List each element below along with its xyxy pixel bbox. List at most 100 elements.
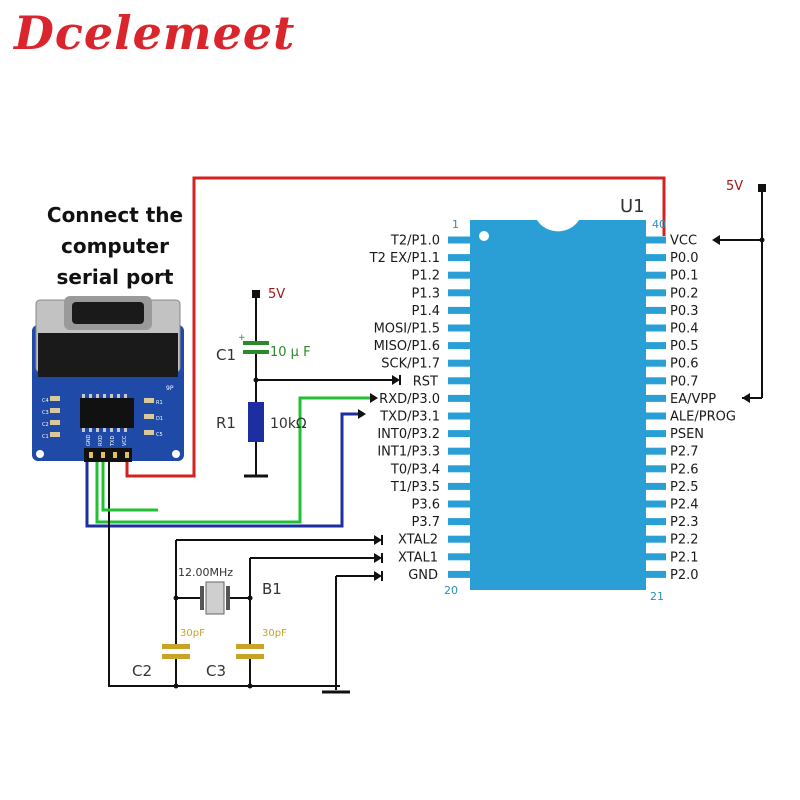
left-pin-14 <box>448 465 470 473</box>
vcc-left-label: 5V <box>268 287 285 302</box>
header-pin-vcc: VCC <box>122 435 128 446</box>
right-pin-34 <box>646 342 666 350</box>
board-ref-r1: R1 <box>156 400 163 406</box>
left-pin-18 <box>448 535 470 543</box>
left-pin-6 <box>448 324 470 332</box>
right-pin-21 <box>646 570 666 578</box>
right-pin-28 <box>646 447 666 455</box>
chip-ref: U1 <box>620 196 645 217</box>
right-pin-label-23: P2.2 <box>670 533 699 548</box>
left-pin-label-13: INT1/P3.3 <box>377 445 440 460</box>
right-pin-27 <box>646 465 666 473</box>
left-pin-label-7: MISO/P1.6 <box>374 339 440 354</box>
r1-body <box>248 402 264 442</box>
right-pin-39 <box>646 254 666 262</box>
right-pin-29 <box>646 430 666 438</box>
left-pin-group: T2/P1.0T2 EX/P1.1P1.2P1.3P1.4MOSI/P1.5MI… <box>369 234 470 583</box>
vcc-right-supply: 5V <box>712 179 766 403</box>
left-pin-label-14: T0/P3.4 <box>390 462 440 477</box>
board-ref-d1: D1 <box>156 416 163 422</box>
right-pin-36 <box>646 306 666 314</box>
c3-ref: C3 <box>206 662 226 680</box>
left-pin-15 <box>448 482 470 490</box>
left-pin-4 <box>448 289 470 297</box>
right-pin-22 <box>646 553 666 561</box>
right-pin-35 <box>646 324 666 332</box>
right-pin-label-38: P0.1 <box>670 269 699 284</box>
left-pin-label-5: P1.4 <box>411 304 440 319</box>
right-pin-25 <box>646 500 666 508</box>
right-pin-30 <box>646 412 666 420</box>
crystal-body <box>205 581 225 615</box>
pin-number-21: 21 <box>650 590 664 603</box>
left-pin-9 <box>448 377 470 385</box>
left-pin-label-10: RXD/P3.0 <box>379 392 440 407</box>
chip-notch <box>537 220 579 232</box>
left-pin-7 <box>448 342 470 350</box>
left-pin-label-15: T1/P3.5 <box>390 480 440 495</box>
left-pin-17 <box>448 518 470 526</box>
left-pin-label-20: GND <box>408 568 438 583</box>
chip-body <box>470 220 646 590</box>
right-pin-label-35: P0.4 <box>670 322 699 337</box>
reset-circuit: 5V + C1 10 μ F R1 10kΩ <box>216 287 401 478</box>
right-pin-40 <box>646 236 666 244</box>
left-pin-12 <box>448 430 470 438</box>
board-ref-c3: C3 <box>42 410 49 416</box>
left-pin-3 <box>448 271 470 279</box>
right-pin-label-34: P0.5 <box>670 339 699 354</box>
db9-face <box>72 302 144 324</box>
right-pin-label-25: P2.4 <box>670 498 699 513</box>
c1-plate-top <box>243 341 269 345</box>
rs232-module: C4 C3 C2 C1 R1 D1 C5 9P GND RXD TXD VCC <box>32 296 184 462</box>
right-pin-label-36: P0.3 <box>670 304 699 319</box>
right-pin-label-27: P2.6 <box>670 462 699 477</box>
right-pin-26 <box>646 482 666 490</box>
left-pin-label-6: MOSI/P1.5 <box>374 322 440 337</box>
right-pin-31 <box>646 394 666 402</box>
serial-port-caption: Connect the computer serial port <box>30 200 200 293</box>
left-pin-label-18: XTAL2 <box>398 533 438 548</box>
right-pin-label-29: PSEN <box>670 427 704 442</box>
right-pin-label-28: P2.7 <box>670 445 699 460</box>
pin-number-40: 40 <box>652 218 666 231</box>
left-pin-19 <box>448 553 470 561</box>
header-pin-rxd: RXD <box>98 435 104 446</box>
right-pin-33 <box>646 359 666 367</box>
right-pin-label-26: P2.5 <box>670 480 699 495</box>
caption-line-2: computer <box>61 234 169 258</box>
mount-hole-right <box>172 450 180 458</box>
left-pin-label-2: T2 EX/P1.1 <box>369 251 440 266</box>
chip-u1: T2/P1.0T2 EX/P1.1P1.2P1.3P1.4MOSI/P1.5MI… <box>369 196 736 603</box>
left-pin-label-12: INT0/P3.2 <box>377 427 440 442</box>
left-pin-16 <box>448 500 470 508</box>
left-pin-label-8: SCK/P1.7 <box>381 357 440 372</box>
r1-value: 10kΩ <box>270 416 307 432</box>
brand-logo: Dcelemeet <box>14 6 296 60</box>
r1-ref: R1 <box>216 414 236 432</box>
caption-line-1: Connect the <box>46 203 184 227</box>
right-pin-37 <box>646 289 666 297</box>
c2-plate-top <box>162 644 190 649</box>
right-pin-label-37: P0.2 <box>670 286 699 301</box>
board-ref-c4: C4 <box>42 398 49 404</box>
pin-number-20: 20 <box>444 584 458 597</box>
c2-plate-bottom <box>162 654 190 659</box>
right-pin-38 <box>646 271 666 279</box>
c1-value: 10 μ F <box>270 345 311 360</box>
chip-pin1-dot <box>479 231 489 241</box>
c1-ref: C1 <box>216 346 236 364</box>
caption-line-3: serial port <box>56 265 174 289</box>
left-pin-label-17: P3.7 <box>411 515 440 530</box>
pin-header <box>84 448 132 462</box>
db9-black-base <box>38 333 178 377</box>
right-pin-24 <box>646 518 666 526</box>
vcc-right-label: 5V <box>726 179 743 194</box>
right-pin-32 <box>646 377 666 385</box>
c3-value: 30pF <box>262 628 287 639</box>
right-pin-label-31: EA/VPP <box>670 392 716 407</box>
left-pin-13 <box>448 447 470 455</box>
left-pin-5 <box>448 306 470 314</box>
right-pin-group: VCCP0.0P0.1P0.2P0.3P0.4P0.5P0.6P0.7EA/VP… <box>646 234 736 583</box>
left-pin-label-1: T2/P1.0 <box>390 234 440 249</box>
